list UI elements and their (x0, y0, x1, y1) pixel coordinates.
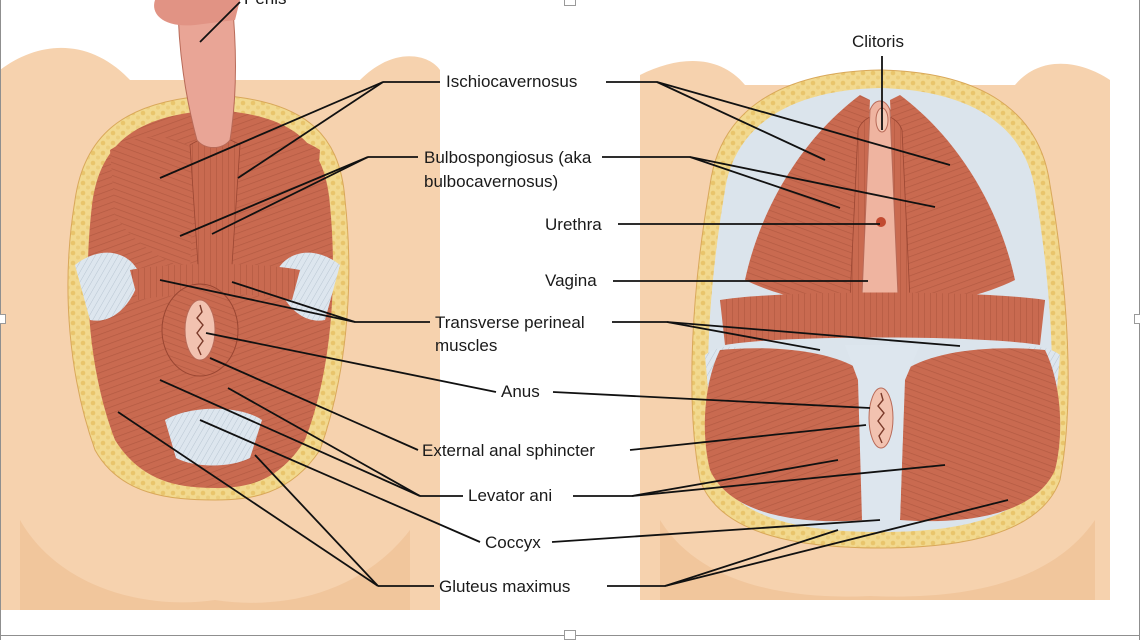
male-penis-tip (154, 0, 240, 26)
resize-handle-right[interactable] (1134, 314, 1140, 324)
female-transverse-perineal (720, 292, 1045, 345)
label-anus: Anus (501, 382, 540, 401)
label-bulbospongiosus-line2: bulbocavernosus) (424, 172, 559, 191)
resize-handle-top[interactable] (564, 0, 576, 6)
male-ischiocavernosus-left (110, 136, 195, 270)
female-perineum (640, 61, 1110, 601)
label-coccyx: Coccyx (485, 533, 541, 552)
leader-lines (117, 1, 1009, 587)
male-coccyx-ligament (165, 408, 262, 466)
label-levator-ani: Levator ani (468, 486, 553, 505)
label-ischiocavernosus: Ischiocavernosus (446, 72, 578, 91)
female-ischiocavernosus-right (890, 95, 1015, 310)
female-levator-right (900, 348, 1061, 522)
label-penis: Penis (244, 0, 287, 9)
label-bulbospongiosus-line1: Bulbospongiosus (aka (424, 148, 592, 167)
label-vagina: Vagina (545, 271, 597, 290)
label-clitoris: Clitoris (852, 32, 904, 51)
resize-handle-bottom[interactable] (564, 630, 576, 640)
resize-handle-left[interactable] (0, 314, 6, 324)
male-ligament-left (75, 252, 140, 321)
male-perineum (0, 0, 440, 610)
female-ischiocavernosus-left (745, 95, 870, 310)
female-urethra (876, 217, 886, 227)
label-urethra: Urethra (545, 215, 602, 234)
male-bulbospongiosus (189, 137, 241, 273)
label-gluteus-maximus: Gluteus maximus (439, 577, 571, 596)
male-penis (177, 0, 236, 148)
female-skin-shade (660, 520, 1095, 600)
male-anus-seam (196, 304, 204, 356)
male-skin-shade (20, 520, 410, 610)
male-ischiocavernosus-right (235, 136, 320, 270)
female-levator-left (704, 348, 865, 522)
label-transverse-line1: Transverse perineal (435, 313, 585, 332)
label-external-anal-sphincter: External anal sphincter (422, 441, 595, 460)
female-anus-seam (877, 392, 885, 444)
label-transverse-line2: muscles (435, 336, 498, 355)
